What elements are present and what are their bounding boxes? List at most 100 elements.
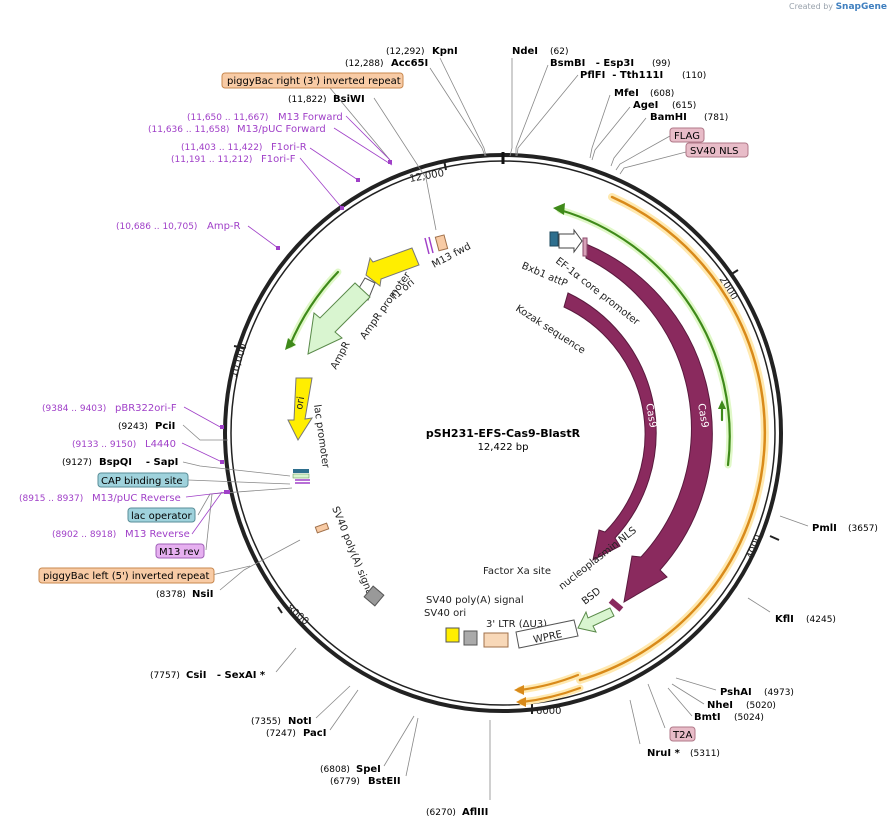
marker-m13rev bbox=[224, 490, 230, 494]
box-piggybac-right-text: piggyBac right (3') inverted repeat bbox=[227, 76, 401, 87]
enzyme-name-csii: CsiI - SexAI * bbox=[186, 670, 266, 681]
cas9-outer-label: Cas9 bbox=[695, 403, 710, 429]
ampr-arrow bbox=[307, 282, 371, 355]
sv40-ori-label: SV40 ori bbox=[424, 608, 466, 619]
left-inner-features: M13 fwd f1 ori AmpR promoter AmpR ori la… bbox=[287, 234, 473, 607]
leader-l4440 bbox=[181, 442, 223, 463]
marker-l4440 bbox=[220, 460, 224, 464]
leader-bamhi bbox=[610, 117, 647, 167]
ori-arrow bbox=[287, 377, 314, 442]
enzyme-pos-nrui: (5311) bbox=[690, 749, 720, 759]
leader-bmti bbox=[667, 687, 693, 717]
enzyme-name-kfli: KflI bbox=[775, 614, 794, 625]
green-arc-right-head bbox=[553, 203, 565, 215]
leader-piggybac-right bbox=[329, 87, 391, 161]
enzyme-pos-bspqi: (9127) bbox=[62, 458, 92, 468]
enzyme-pos-noti: (7355) bbox=[251, 717, 281, 727]
enzyme-name-acc65i: Acc65I bbox=[391, 58, 428, 69]
cap-binding-mark bbox=[293, 469, 309, 473]
leader-piggybac-left bbox=[211, 565, 251, 576]
cas9-outer-arrow bbox=[585, 243, 713, 603]
green-arc-left-head bbox=[285, 338, 296, 350]
sv40-polya-left-box bbox=[314, 522, 330, 534]
box-piggybac-left-text: piggyBac left (5') inverted repeat bbox=[43, 571, 209, 582]
leader-f1orif bbox=[299, 157, 343, 209]
ltr-box bbox=[483, 632, 509, 648]
enzyme-pos-csii: (7757) bbox=[150, 671, 180, 681]
ltr-label: 3' LTR (ΔU3) bbox=[486, 619, 547, 630]
leader-nrui bbox=[629, 699, 641, 745]
marker-pbr322 bbox=[220, 425, 224, 429]
enzyme-pos-acc65i: (12,288) bbox=[345, 59, 384, 69]
marker-ampr bbox=[276, 246, 280, 250]
plasmid-name: pSH231-EFS-Cas9-BlastR bbox=[426, 427, 581, 440]
primer-name-m13pucfwd: M13/pUC Forward bbox=[237, 124, 326, 135]
leader-mfei bbox=[589, 94, 611, 159]
credit-prefix: Created by bbox=[789, 2, 834, 11]
leader-pflfi bbox=[516, 74, 579, 157]
leader-sv40nls bbox=[619, 151, 687, 175]
enzyme-name-pmli: PmlI bbox=[812, 523, 837, 534]
primer-name-f1orir: F1ori-R bbox=[271, 142, 307, 153]
primer-range-m13rev: (8902 .. 8918) bbox=[52, 530, 116, 540]
primer-name-pbr322: pBR322ori-F bbox=[115, 403, 177, 414]
kozak-box bbox=[582, 237, 588, 257]
primer-range-ampr: (10,686 .. 10,705) bbox=[116, 222, 197, 232]
f1-ori-arrow bbox=[365, 247, 420, 287]
box-cap-binding: CAP binding site bbox=[97, 472, 189, 488]
leader-flag bbox=[615, 135, 671, 171]
orange-arrow-1-head bbox=[514, 685, 524, 695]
enzyme-name-paci: PacI bbox=[303, 728, 326, 739]
primer-range-m13pucrev: (8915 .. 8937) bbox=[19, 494, 83, 504]
cas9-arcs: Cas9 Cas9 bbox=[563, 243, 713, 603]
leader-spei bbox=[383, 715, 415, 767]
leader-acc65i bbox=[429, 67, 486, 157]
enzyme-name-mfei: MfeI bbox=[614, 88, 639, 99]
leader-m13pucfwd bbox=[333, 127, 393, 166]
enzyme-pos-mfei: (608) bbox=[650, 89, 674, 99]
primer-leader-lines bbox=[181, 115, 393, 535]
lac-promoter-mark bbox=[292, 473, 310, 479]
grey-misc-feature bbox=[363, 585, 385, 607]
primer-labels: (11,650 .. 11,667) M13 Forward (11,636 .… bbox=[19, 112, 343, 540]
primer-range-m13pucfwd: (11,636 .. 11,658) bbox=[148, 125, 229, 135]
orange-arrow-2-head bbox=[516, 697, 526, 707]
enzyme-pos-kpni: (12,292) bbox=[386, 47, 425, 57]
box-sv40-nls: SV40 NLS bbox=[685, 142, 749, 158]
sv40-polya-box bbox=[463, 630, 478, 646]
box-piggybac-right: piggyBac right (3') inverted repeat bbox=[221, 72, 404, 89]
enzyme-pos-pcii: (9243) bbox=[118, 422, 148, 432]
tick-10000-mark bbox=[233, 345, 245, 349]
sv40-ori-box bbox=[445, 627, 460, 643]
enzyme-name-agei: AgeI bbox=[633, 100, 658, 111]
green-arc-left bbox=[288, 270, 340, 347]
tick-4000: 4000 bbox=[745, 533, 764, 561]
enzyme-name-pshai: PshAI bbox=[720, 687, 752, 698]
enzyme-name-noti: NotI bbox=[288, 716, 312, 727]
m13-fwd-box bbox=[434, 234, 449, 252]
box-lac-operator: lac operator bbox=[127, 507, 196, 523]
primer-name-f1orif: F1ori-F bbox=[261, 154, 296, 165]
enzyme-pos-pflfi: (110) bbox=[682, 71, 706, 81]
box-lac-operator-text: lac operator bbox=[131, 511, 192, 522]
enzyme-name-bspqi: BspQI - SapI bbox=[99, 457, 178, 468]
box-m13-rev: M13 rev bbox=[155, 543, 205, 559]
box-sv40-nls-text: SV40 NLS bbox=[690, 146, 739, 157]
enzyme-pos-pmli: (3657) bbox=[848, 524, 878, 534]
leader-bsmbi bbox=[515, 64, 549, 156]
enzyme-pos-pshai: (4973) bbox=[764, 688, 794, 698]
enzyme-name-nsii: NsiI bbox=[192, 589, 213, 600]
leader-csii bbox=[275, 647, 297, 673]
m13-primer-tick-2 bbox=[428, 236, 434, 254]
leader-paci bbox=[329, 689, 359, 731]
enzyme-name-kpni: KpnI bbox=[432, 46, 458, 57]
box-piggybac-left: piggyBac left (5') inverted repeat bbox=[38, 567, 215, 584]
cas9-inner-arrow bbox=[563, 292, 657, 561]
leader-bspqi bbox=[182, 461, 291, 477]
leader-m13rev-primer bbox=[191, 491, 223, 535]
factor-xa-label: Factor Xa site bbox=[483, 566, 551, 577]
cas9-inner-label: Cas9 bbox=[643, 403, 658, 429]
enzyme-pos-nhei: (5020) bbox=[746, 701, 776, 711]
box-flag: FLAG bbox=[669, 127, 705, 143]
